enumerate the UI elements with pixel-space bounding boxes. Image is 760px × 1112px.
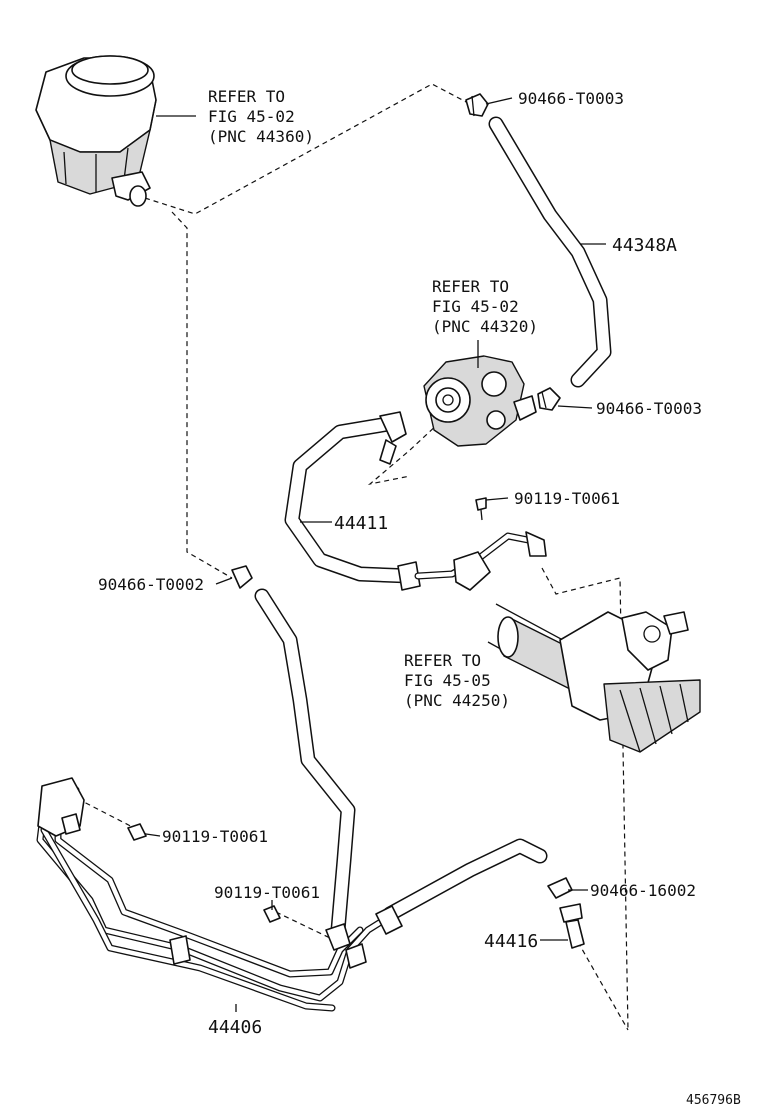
tube-assembly-illustration xyxy=(36,777,548,1012)
tube-assembly-label: 44406 xyxy=(208,1017,262,1038)
svg-text:90466-T0003: 90466-T0003 xyxy=(596,399,702,418)
illustration-id: 456796B xyxy=(686,1093,741,1108)
pump-illustration xyxy=(423,355,561,447)
svg-text:REFER TO: REFER TO xyxy=(432,277,509,296)
svg-text:FIG 45-05: FIG 45-05 xyxy=(404,671,491,690)
pressure-hose-illustration xyxy=(284,411,547,591)
reservoir-ref-line-1: REFER TO xyxy=(208,87,285,106)
reservoir-illustration xyxy=(35,55,157,207)
svg-text:90119-T0061: 90119-T0061 xyxy=(214,883,320,902)
svg-text:(PNC 44360): (PNC 44360) xyxy=(208,127,314,146)
svg-text:(PNC 44250): (PNC 44250) xyxy=(404,691,510,710)
clip-pump-label: 90466-T0003 xyxy=(596,399,702,418)
svg-text:(PNC 44320): (PNC 44320) xyxy=(432,317,538,336)
svg-text:90466-T0003: 90466-T0003 xyxy=(518,89,624,108)
svg-text:REFER TO: REFER TO xyxy=(404,651,481,670)
reference-dashed-lines xyxy=(79,83,629,1031)
svg-text:FIG 45-02: FIG 45-02 xyxy=(208,107,295,126)
svg-text:90119-T0061: 90119-T0061 xyxy=(514,489,620,508)
svg-text:44416: 44416 xyxy=(484,931,538,952)
clip-right-label: 90466-16002 xyxy=(590,881,696,900)
reservoir-ref-line-2: FIG 45-02 xyxy=(208,107,295,126)
leader-lines xyxy=(145,97,606,1012)
gear-ref-line-3: (PNC 44250) xyxy=(404,691,510,710)
pump-ref-line-3: (PNC 44320) xyxy=(432,317,538,336)
clip-top-label: 90466-T0003 xyxy=(518,89,624,108)
pump-ref-line-2: FIG 45-02 xyxy=(432,297,519,316)
return-hose-illustration xyxy=(465,93,612,388)
lower-return-hose-illustration xyxy=(231,565,356,938)
svg-text:44406: 44406 xyxy=(208,1017,262,1038)
union-illustration xyxy=(547,877,585,949)
svg-text:456796B: 456796B xyxy=(686,1093,741,1108)
reservoir-ref-line-3: (PNC 44360) xyxy=(208,127,314,146)
svg-text:90119-T0061: 90119-T0061 xyxy=(162,827,268,846)
pump-ref-line-1: REFER TO xyxy=(432,277,509,296)
steering-gear-illustration xyxy=(487,603,701,753)
bolt-pressure-label: 90119-T0061 xyxy=(514,489,620,508)
bolt-clamp-label: 90119-T0061 xyxy=(162,827,268,846)
gear-ref-line-1: REFER TO xyxy=(404,651,481,670)
svg-text:REFER TO: REFER TO xyxy=(208,87,285,106)
clip-lower-label: 90466-T0002 xyxy=(98,575,204,594)
union-label: 44416 xyxy=(484,931,538,952)
svg-text:44411: 44411 xyxy=(334,513,388,534)
part-labels: REFER TO FIG 45-02 (PNC 44360) 90466-T00… xyxy=(98,87,741,1108)
bolt-bracket-label: 90119-T0061 xyxy=(214,883,320,902)
svg-text:44348A: 44348A xyxy=(612,235,677,256)
gear-ref-line-2: FIG 45-05 xyxy=(404,671,491,690)
svg-text:90466-T0002: 90466-T0002 xyxy=(98,575,204,594)
return-hose-label: 44348A xyxy=(612,235,677,256)
svg-text:90466-16002: 90466-16002 xyxy=(590,881,696,900)
svg-text:FIG 45-02: FIG 45-02 xyxy=(432,297,519,316)
pressure-hose-label: 44411 xyxy=(334,513,388,534)
